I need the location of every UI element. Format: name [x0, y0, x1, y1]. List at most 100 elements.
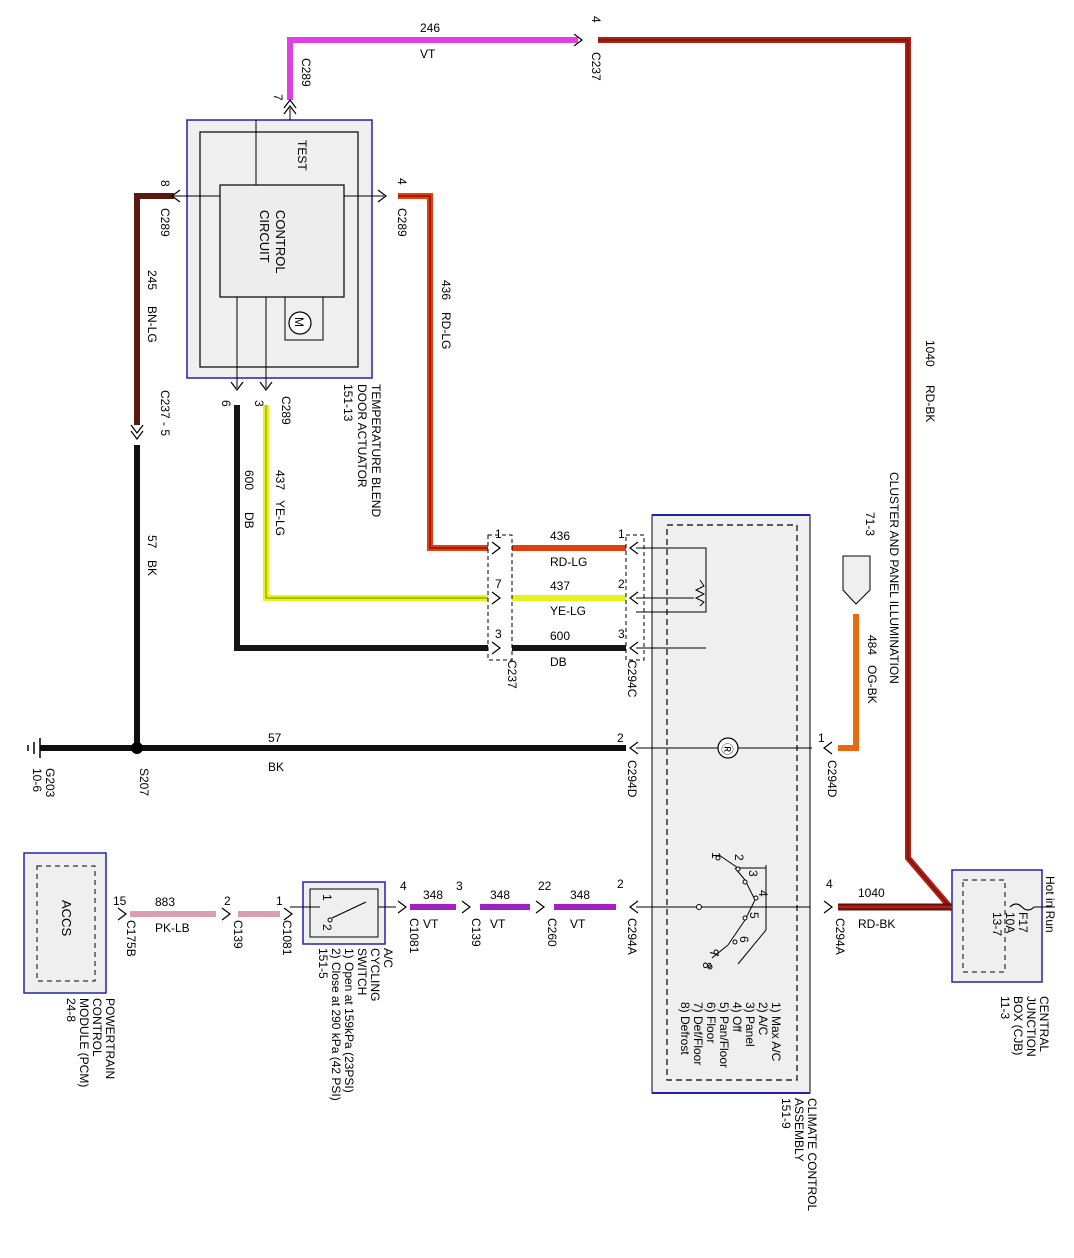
wire-883: 883 PK-LB: [130, 895, 280, 935]
cjb-name-1: CENTRAL: [1037, 996, 1051, 1052]
c139-right-name: C139: [469, 918, 483, 947]
wire-436-h-color: RD-LG: [550, 555, 587, 569]
motor-icon: [288, 311, 312, 335]
ac-cycling-switch: 1 2 A/C CYCLING SWITCH 1) Open at 159kPa…: [290, 881, 396, 1101]
c289-bottom-name: C289: [279, 396, 293, 425]
connector-arrows: [117, 33, 833, 921]
pcm-ref: 24-8: [64, 998, 78, 1022]
climate-control-name-2: ASSEMBLY: [792, 1098, 806, 1162]
c294d-right-pin: 1: [818, 731, 825, 745]
c294c-pin1: 1: [618, 527, 625, 541]
wire-436: 436 RD-LG 436 RD-LG: [398, 193, 626, 569]
wire-1040-color: RD-BK: [923, 385, 937, 422]
c294a-left-name: C294A: [625, 918, 639, 955]
splice-name: S207: [137, 768, 151, 796]
wire-348-b-color: VT: [490, 917, 506, 931]
wire-245-number: 245: [145, 270, 159, 290]
wire-600-h-number: 600: [550, 629, 570, 643]
wire-437-h-number: 437: [550, 579, 570, 593]
c1081-right-name: C1081: [407, 918, 421, 954]
c237-pin3: 3: [495, 627, 502, 641]
c289-right-name: C289: [395, 208, 409, 237]
wire-348-c-number: 348: [570, 888, 590, 902]
c294d-left-name: C294D: [625, 760, 639, 798]
c139-right-pin: 3: [456, 879, 463, 893]
wire-246-color: VT: [420, 47, 436, 61]
wire-600-number: 600: [242, 470, 256, 490]
climate-control-ref: 151-9: [779, 1098, 793, 1129]
switch-contact-icon: [331, 901, 367, 919]
pcm-accs-label: ACCS: [59, 900, 74, 936]
c289-pin8: 8: [158, 180, 172, 187]
wire-57-horiz-color: BK: [268, 760, 284, 774]
control-circuit-box: [219, 184, 345, 298]
fuse-icon: [1009, 903, 1035, 911]
c1081-left-pin: 1: [276, 894, 283, 908]
motor-label: M: [292, 317, 306, 327]
c175b-pin: 15: [113, 894, 127, 908]
c294c-pin2: 2: [618, 577, 625, 591]
switch-pin-4: 4: [756, 890, 770, 897]
c294d-left-pin: 2: [617, 731, 624, 745]
ac-switch-ref: 151-5: [316, 948, 330, 979]
ground-ref: 10-6: [30, 768, 44, 792]
temp-actuator-name-1: TEMPERATURE BLEND: [369, 384, 383, 517]
c289-pin4: 4: [395, 178, 409, 185]
switch-pin-5: 5: [747, 912, 761, 919]
temp-actuator-name-2: DOOR ACTUATOR: [355, 384, 369, 488]
climate-control-assembly: Ⓡ 1 2 3 4 5 6 7 8: [636, 514, 819, 1211]
c237-top-name: C237: [589, 52, 603, 81]
c175b-name: C175B: [124, 920, 138, 957]
wire-1040-number: 1040: [923, 340, 937, 367]
mode-5: 5) Pan/Floor: [717, 1002, 731, 1068]
c237-pin4: 4: [589, 16, 603, 23]
c294c-pin3: 3: [618, 627, 625, 641]
climate-control-name: CLIMATE CONTROL: [805, 1098, 819, 1211]
mode-2: 2) A/C: [756, 1002, 770, 1036]
mode-1: 1) Max A/C: [769, 1002, 783, 1062]
c294d-right-name: C294D: [825, 760, 839, 798]
c237-name: C237: [505, 660, 519, 689]
central-junction-box: F17 10A 13-7 Hot in Run CENTRAL JUNCTION…: [951, 869, 1057, 1057]
c289-top-name: C289: [299, 58, 313, 87]
wire-57-vertical: 57 BK: [134, 445, 159, 748]
wire-1040-short-number: 1040: [858, 886, 885, 900]
ac-switch-name-2: CYCLING: [368, 948, 382, 1001]
ac-switch-name-1: A/C: [381, 948, 395, 968]
c139-left-pin: 2: [224, 894, 231, 908]
wire-436-h-number: 436: [550, 529, 570, 543]
control-circuit-label-1: CONTROL: [273, 210, 288, 274]
temp-actuator-ref: 151-13: [341, 384, 355, 422]
fuse-number: F17: [1016, 912, 1030, 933]
c289-pin3: 3: [252, 400, 266, 407]
wire-883-color: PK-LB: [155, 921, 190, 935]
wire-57-horiz-number: 57: [268, 731, 282, 745]
wire-57-vert-number: 57: [145, 535, 159, 549]
c139-left-name: C139: [231, 920, 245, 949]
wire-437: 437 YE-LG 437 YE-LG: [263, 405, 626, 618]
wire-1040: 1040 RD-BK: [598, 37, 953, 909]
test-label: TEST: [295, 140, 309, 171]
wire-348: 348 VT 348 VT 348 VT: [410, 888, 616, 931]
splice-s207: [131, 742, 143, 754]
mode-3: 3) Panel: [743, 1002, 757, 1047]
mode-8: 8) Defrost: [678, 1002, 692, 1055]
wire-436-number: 436: [439, 280, 453, 300]
fuse-ref: 13-7: [990, 912, 1004, 936]
wire-600-h-color: DB: [550, 655, 567, 669]
c289-left-name: C289: [158, 208, 172, 237]
c294a-right-pin: 4: [826, 877, 833, 891]
cluster-panel-illumination: CLUSTER AND PANEL ILLUMINATION 71-3: [842, 472, 901, 684]
wire-436-color: RD-LG: [439, 312, 453, 349]
c294a-left-pin: 2: [617, 877, 624, 891]
cluster-illum-name: CLUSTER AND PANEL ILLUMINATION: [887, 472, 901, 684]
c260-name: C260: [545, 918, 559, 947]
fuse-amps: 10A: [1003, 912, 1017, 933]
wire-484-color: OG-BK: [865, 665, 879, 704]
pcm-name-2: CONTROL: [90, 998, 104, 1057]
wire-348-a-number: 348: [423, 888, 443, 902]
cluster-illum-ref: 71-3: [863, 512, 877, 536]
ac-switch-note-1: 1) Open at 159kPa (23PSI): [342, 948, 356, 1093]
mode-switch-icon: [636, 854, 810, 970]
